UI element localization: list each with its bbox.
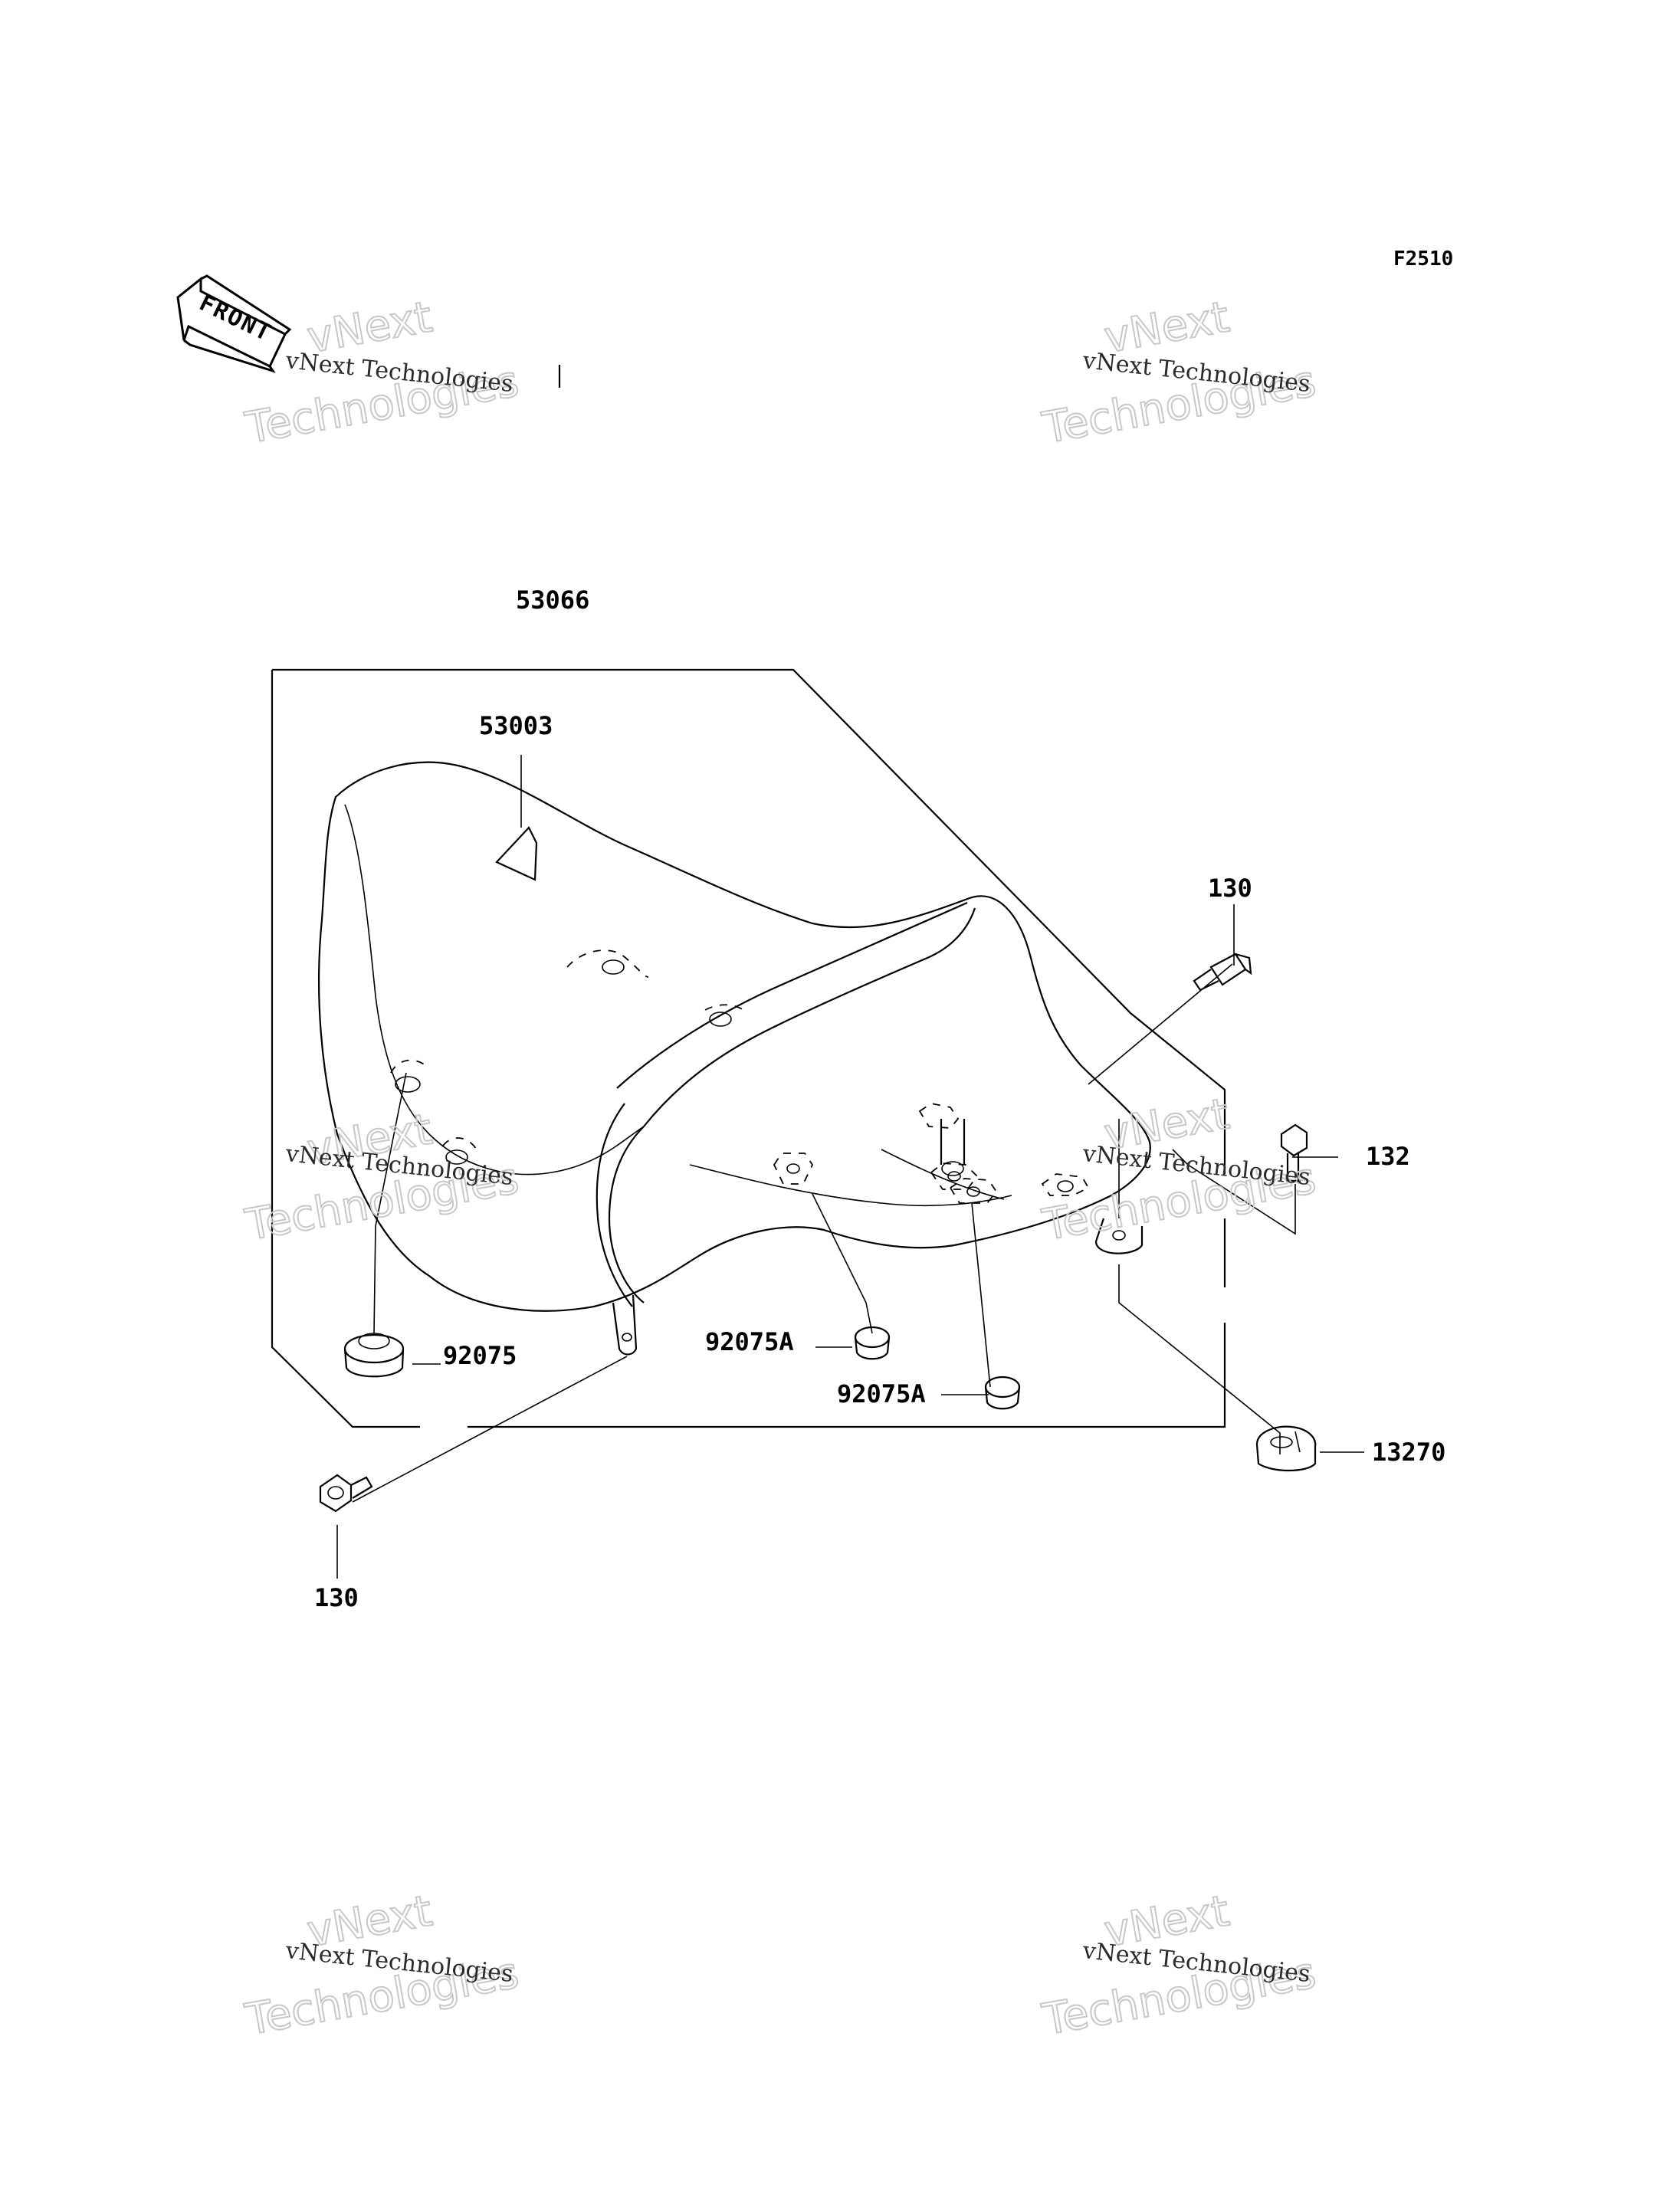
label-132: 132 [1366, 1142, 1410, 1171]
collar-13270-icon [1255, 1425, 1317, 1472]
front-arrow-icon: FRONT [176, 274, 292, 373]
label-13270: 13270 [1372, 1438, 1445, 1467]
damper-92075a-1-icon [854, 1326, 891, 1360]
front-label: FRONT [195, 290, 276, 347]
bolt-132-icon [1280, 1123, 1308, 1183]
label-53066: 53066 [516, 585, 589, 615]
bolt-130-left-icon [319, 1474, 373, 1513]
watermark-bottom-right: vNext Technologies vNext Technologies [1038, 1885, 1321, 2046]
diagram-code: F2510 [1393, 248, 1453, 271]
watermark-mid-right: vNext Technologies vNext Technologies [1038, 1088, 1321, 1251]
bolt-130-right-icon [1193, 953, 1252, 992]
label-92075a-2: 92075A [837, 1379, 926, 1408]
damper-92075-icon [343, 1333, 405, 1378]
watermark-top-right: vNext Technologies vNext Technologies [1038, 291, 1321, 454]
watermark-top-left: vNext Technologies vNext Technologies [241, 291, 523, 454]
damper-92075a-2-icon [984, 1376, 1021, 1410]
assembly-outline [271, 365, 1226, 1428]
label-92075: 92075 [443, 1341, 517, 1370]
seat-drawing [318, 755, 1151, 1356]
leader-lines [336, 904, 1364, 1579]
label-92075a-1: 92075A [705, 1327, 794, 1356]
watermark-bottom-left: vNext Technologies vNext Technologies [241, 1885, 523, 2046]
label-53003: 53003 [479, 711, 553, 740]
label-130-left: 130 [314, 1583, 359, 1612]
label-130-right: 130 [1208, 874, 1252, 903]
